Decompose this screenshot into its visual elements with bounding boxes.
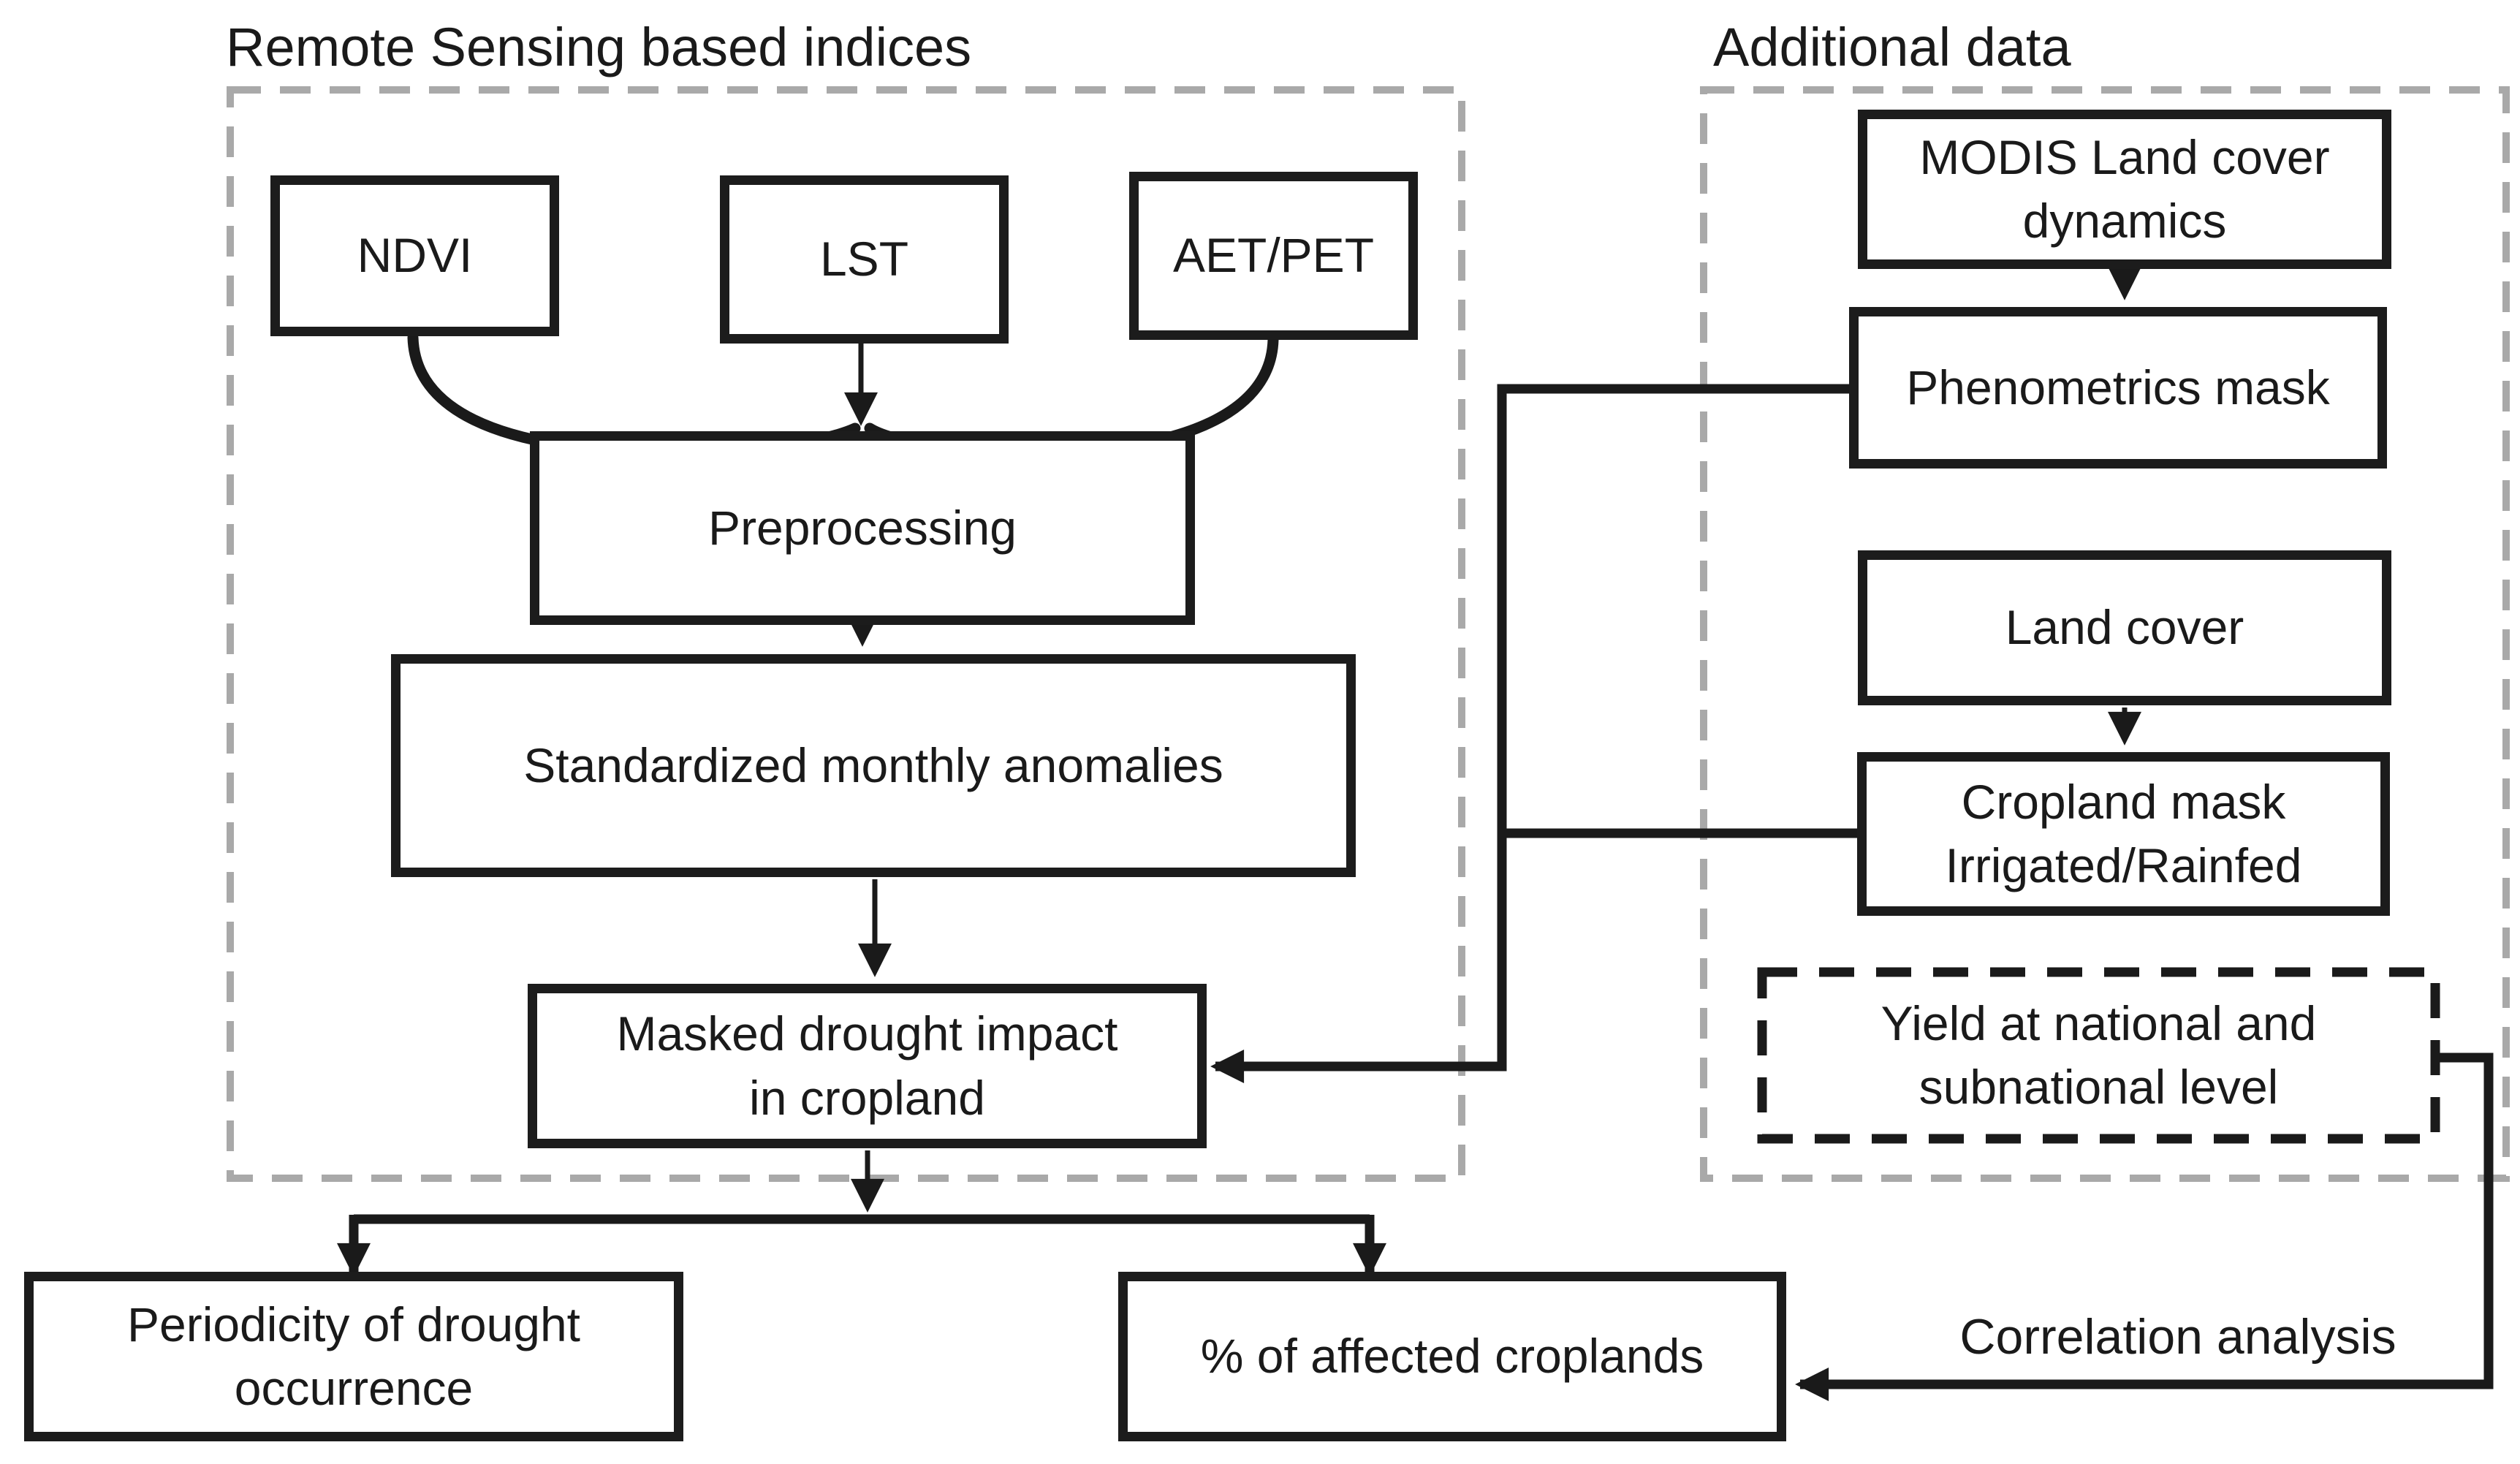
aet-pet-box: AET/PET: [1129, 172, 1418, 340]
land-cover-label: Land cover: [2005, 600, 2244, 655]
yield-to-affected-arrow: [1795, 1053, 2494, 1401]
land-cover-box: Land cover: [1858, 550, 2391, 705]
additional-data-panel-title: Additional data: [1713, 17, 2071, 77]
masks-to-masked-arrow: [1210, 384, 1851, 1083]
preprocessing-label: Preprocessing: [708, 500, 1017, 555]
masked-drought-impact-line2: in cropland: [749, 1070, 985, 1125]
phenometrics-mask-box: Phenometrics mask: [1849, 307, 2387, 469]
remote-sensing-panel-border: [227, 86, 1465, 1182]
yield-line1: Yield at national and: [1880, 995, 2317, 1050]
yield-box: Yield at national and subnational level: [1762, 972, 2435, 1139]
additional-data-panel-border: [1700, 86, 2510, 1182]
cropland-mask-line2: Irrigated/Rainfed: [1945, 838, 2302, 892]
periodicity-box: Periodicity of drought occurrence: [24, 1272, 683, 1441]
affected-croplands-label: % of affected croplands: [1200, 1329, 1704, 1384]
cropland-mask-box: Cropland mask Irrigated/Rainfed: [1857, 752, 2390, 916]
periodicity-line1: Periodicity of drought: [126, 1297, 580, 1351]
ndvi-box: NDVI: [270, 175, 559, 336]
lst-label: LST: [819, 232, 909, 287]
modis-land-cover-line2: dynamics: [2022, 194, 2227, 248]
preprocessing-box: Preprocessing: [530, 431, 1195, 625]
standardized-anomalies-label: Standardized monthly anomalies: [523, 737, 1223, 792]
masked-drought-impact-box: Masked drought impact in cropland: [528, 984, 1207, 1148]
modis-land-cover-line1: MODIS Land cover: [1919, 129, 2330, 184]
aet-pet-label: AET/PET: [1172, 228, 1375, 283]
modis-land-cover-box: MODIS Land cover dynamics: [1858, 110, 2391, 269]
standardized-anomalies-box: Standardized monthly anomalies: [391, 654, 1356, 877]
remote-sensing-panel-title: Remote Sensing based indices: [226, 17, 972, 77]
masked-drought-impact-line1: Masked drought impact: [616, 1006, 1118, 1061]
phenometrics-mask-label: Phenometrics mask: [1906, 360, 2330, 414]
correlation-analysis-label: Correlation analysis: [1959, 1309, 2396, 1365]
yield-line2: subnational level: [1919, 1060, 2279, 1114]
affected-croplands-box: % of affected croplands: [1118, 1272, 1786, 1441]
lst-box: LST: [720, 175, 1009, 344]
ndvi-label: NDVI: [357, 228, 473, 283]
cropland-mask-line1: Cropland mask: [1961, 774, 2286, 829]
periodicity-line2: occurrence: [234, 1361, 474, 1415]
